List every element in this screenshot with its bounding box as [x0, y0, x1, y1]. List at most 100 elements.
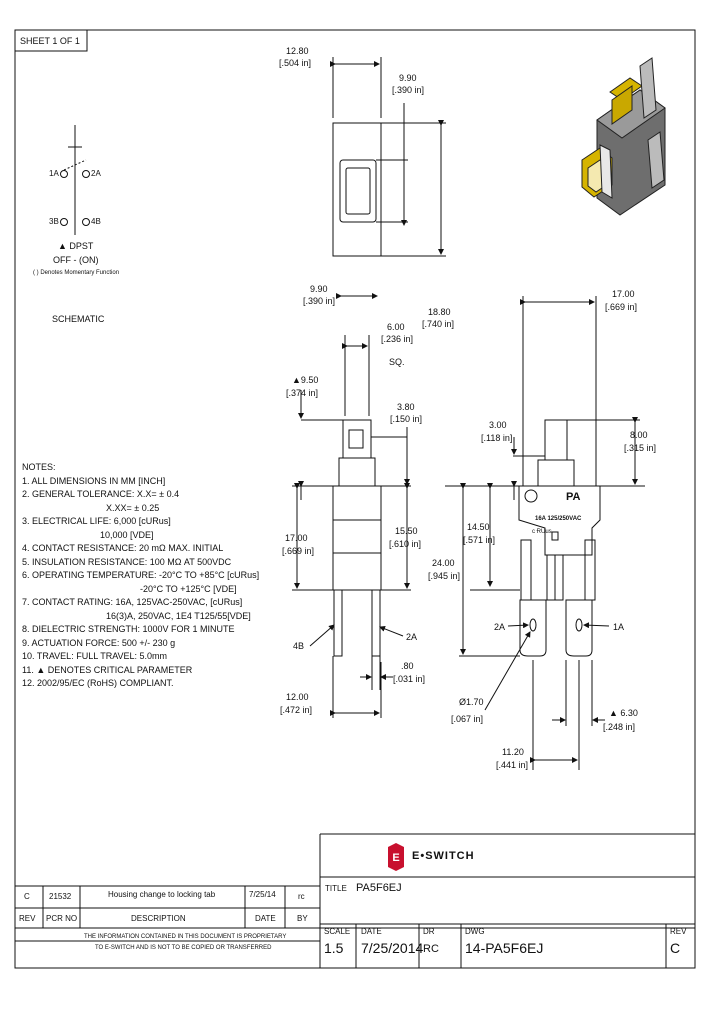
switch-action: OFF - (ON) — [53, 255, 99, 265]
note-line: 3. ELECTRICAL LIFE: 6,000 [cURus] — [22, 516, 171, 526]
dim-width2-mm: 12.00 — [286, 692, 309, 702]
note-line: 1. ALL DIMENSIONS IN MM [INCH] — [22, 475, 166, 486]
pin-2a: 2A — [91, 169, 101, 178]
dim-bottom-mm: 9.90 — [310, 284, 328, 294]
pcr-cell: 21532 — [49, 892, 72, 901]
terminal-1a-side: 1A — [613, 622, 625, 632]
by-header: BY — [297, 914, 308, 923]
dim-side-a-mm: 3.00 — [489, 420, 507, 430]
date-header: DATE — [255, 914, 276, 923]
pcr-header: PCR NO — [46, 914, 78, 923]
scale-label: SCALE — [324, 927, 351, 936]
dr-value: RC — [423, 943, 439, 955]
dim-height-mm: 18.80 — [428, 307, 451, 317]
date-label: DATE — [361, 927, 382, 936]
body-marking: PA — [566, 491, 581, 503]
ul-mark: c ɌUus — [532, 529, 552, 535]
dim-side-c-in: [.571 in] — [463, 535, 496, 545]
switch-type-text: DPST — [69, 241, 94, 251]
dim-side-top-in: [.669 in] — [605, 302, 638, 312]
terminal-2a-side: 2A — [494, 622, 506, 632]
date-value: 7/25/2014 — [361, 940, 424, 956]
dwg-label: DWG — [465, 927, 485, 936]
note-line: -20°C TO +125°C [VDE] — [140, 583, 237, 594]
rev-header: REV — [19, 914, 36, 923]
dim-body-mm: 15.50 — [395, 526, 418, 536]
part-title: PA5F6EJ — [356, 882, 402, 894]
pin-1a: 1A — [49, 169, 59, 178]
sheet-label: SHEET 1 OF 1 — [20, 36, 80, 46]
dim-body-in: [.610 in] — [389, 539, 422, 549]
desc-cell: Housing change to locking tab — [108, 890, 216, 899]
terminal-2a: 2A — [406, 632, 418, 642]
dim-side-a-in: [.118 in] — [481, 433, 513, 443]
company-logo: E•SWITCH — [412, 850, 475, 862]
dim-actuator-in: [.374 in] — [286, 388, 319, 398]
dim-width2-in: [.472 in] — [280, 705, 313, 715]
svg-text:E: E — [392, 852, 399, 864]
date-cell: 7/25/14 — [249, 890, 276, 899]
dim-hole-in: [.067 in] — [451, 714, 484, 724]
schematic-label: SCHEMATIC — [52, 314, 105, 324]
dim-actuator-mm-text: 9.50 — [300, 375, 319, 385]
dim-pitch-mm: 11.20 — [502, 747, 524, 757]
dim-thick-mm: .80 — [401, 661, 414, 671]
proprietary-line-1: THE INFORMATION CONTAINED IN THIS DOCUME… — [84, 934, 287, 940]
note-line: 16(3)A, 250VAC, 1E4 T125/55[VDE] — [106, 610, 251, 621]
rev-value: C — [670, 940, 681, 956]
dim-hole-mm: Ø1.70 — [459, 697, 484, 707]
note-line: 12. 2002/95/EC (RoHS) COMPLIANT. — [22, 678, 174, 688]
dim-sq-mm: 6.00 — [387, 322, 405, 332]
switch-3d-view — [581, 57, 666, 216]
desc-header: DESCRIPTION — [131, 914, 186, 923]
dim-head-in: [.150 in] — [390, 414, 423, 424]
note-line: 5. INSULATION RESISTANCE: 100 MΩ AT 500V… — [22, 556, 232, 567]
title-label: TITLE — [325, 884, 347, 893]
body-rating: 16A 125/250VAC — [535, 516, 582, 522]
dim-depth-in: [.390 in] — [392, 85, 425, 95]
rev-label: REV — [670, 927, 687, 936]
switch-type: ▲ DPST — [58, 241, 94, 251]
dim-bottom-in: [.390 in] — [303, 296, 336, 306]
dim-depth-mm: 9.90 — [399, 73, 417, 83]
dim-side-b-in: [.315 in] — [624, 443, 657, 453]
scale-value: 1.5 — [324, 940, 344, 956]
dim-height-in: [.740 in] — [422, 319, 455, 329]
pin-3b: 3B — [49, 217, 59, 226]
note-line: 10,000 [VDE] — [100, 529, 154, 540]
dim-tab-mm-text: 6.30 — [620, 708, 638, 718]
dim-side-b-mm: 8.00 — [630, 430, 648, 440]
dim-side-d-in: [.945 in] — [428, 571, 461, 581]
dim-height2-mm: 17.00 — [285, 533, 308, 543]
momentary-note: ( ) Denotes Momentary Function — [33, 270, 120, 276]
dim-width-mm: 12.80 — [286, 46, 309, 56]
proprietary-line-2: TO E-SWITCH AND IS NOT TO BE COPIED OR T… — [95, 945, 272, 951]
dim-pitch-in: [.441 in] — [496, 760, 529, 770]
notes-block: NOTES: 1. ALL DIMENSIONS IN MM [INCH] 2.… — [22, 461, 259, 691]
by-cell: rc — [298, 892, 305, 901]
rev-cell: C — [24, 892, 30, 901]
dwg-value: 14-PA5F6EJ — [465, 940, 544, 956]
dim-tab-mm: ▲ 6.30 — [609, 708, 638, 718]
dim-head-mm: 3.80 — [397, 402, 415, 412]
dim-thick-in: [.031 in] — [393, 674, 426, 684]
note-line: 2. GENERAL TOLERANCE: X.X= ± 0.4 — [22, 489, 180, 499]
dim-tab-in: [.248 in] — [603, 722, 636, 732]
eswitch-logo-icon: E — [388, 843, 404, 871]
dim-side-top-mm: 17.00 — [612, 289, 635, 299]
note-line: 11. ▲ DENOTES CRITICAL PARAMETER — [22, 664, 193, 675]
dr-label: DR — [423, 927, 435, 936]
note-line: 10. TRAVEL: FULL TRAVEL: 5.0mm — [22, 651, 168, 661]
dim-width-in: [.504 in] — [279, 58, 312, 68]
terminal-4b: 4B — [293, 641, 305, 651]
dim-side-c-mm: 14.50 — [467, 522, 490, 532]
dim-side-d-mm: 24.00 — [432, 558, 455, 568]
note-line: X.XX= ± 0.25 — [106, 502, 160, 513]
dim-height2-in: [.669 in] — [282, 546, 315, 556]
note-line: 7. CONTACT RATING: 16A, 125VAC-250VAC, [… — [22, 597, 243, 607]
note-line: 4. CONTACT RESISTANCE: 20 mΩ MAX. INITIA… — [22, 543, 224, 553]
note-line: NOTES: — [22, 462, 56, 472]
note-line: 8. DIELECTRIC STRENGTH: 1000V FOR 1 MINU… — [22, 624, 235, 634]
dim-sq-label: SQ. — [389, 357, 405, 367]
